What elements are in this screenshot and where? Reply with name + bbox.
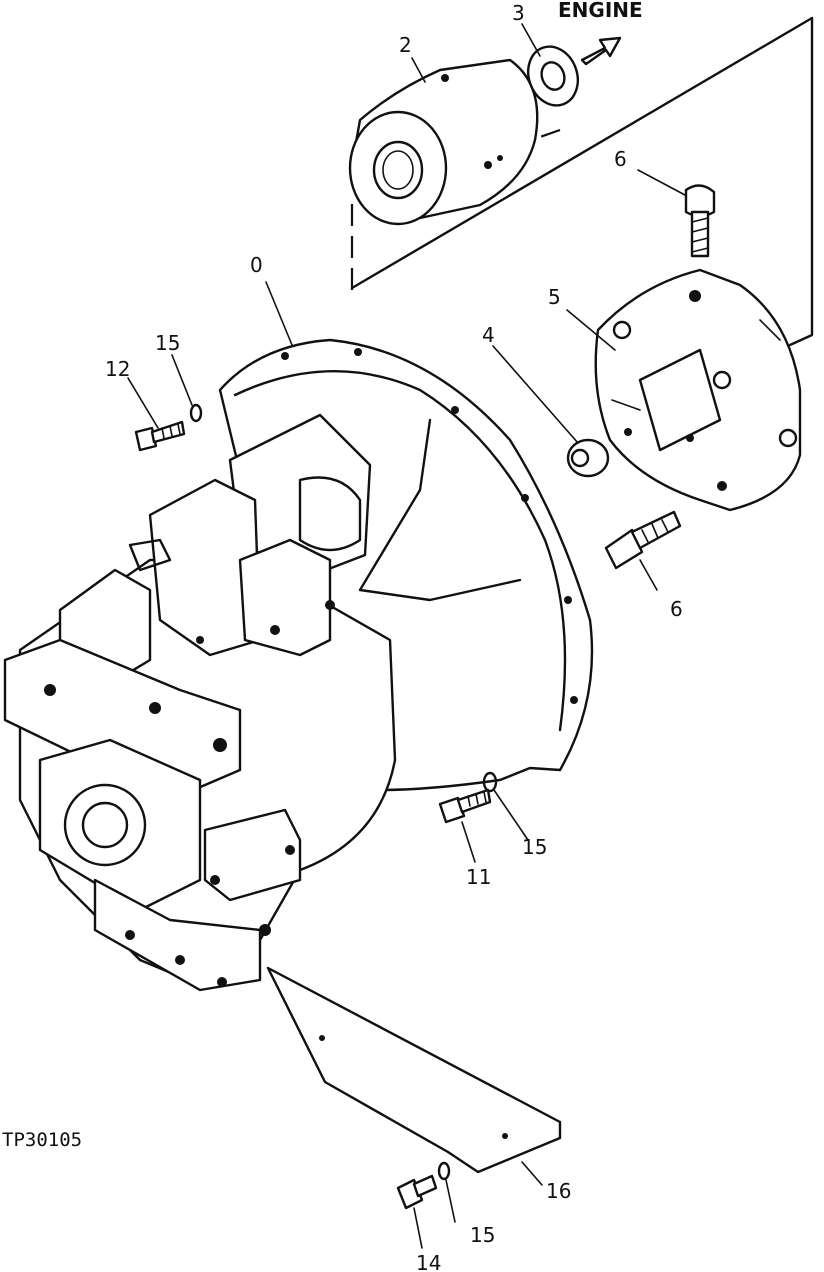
- lock-washer-part-15-middle: [482, 771, 498, 793]
- bolt-part-14: [396, 1174, 438, 1210]
- bolt-part-12: [134, 420, 186, 452]
- callout-6-lower: 6: [670, 597, 683, 621]
- callout-0: 0: [250, 253, 263, 277]
- callout-14: 14: [416, 1251, 441, 1272]
- coupling-hub-part-2: [348, 58, 539, 226]
- callout-3: 3: [512, 1, 525, 25]
- lock-washer-part-15-lower: [437, 1161, 451, 1181]
- engine-label: ENGINE: [558, 0, 643, 22]
- coupling-flange-part-5: [594, 268, 802, 512]
- bolt-part-11: [438, 788, 492, 824]
- lock-washer-part-15-upper: [189, 403, 203, 423]
- hydraulic-pump-assembly: [3, 413, 397, 992]
- callout-16: 16: [546, 1179, 571, 1203]
- callout-labels: 2 3 ENGINE 6 0 5 4 15 12 6 15 11 TP30105…: [2, 0, 683, 1272]
- leader-lines: [127, 23, 686, 1249]
- cap-screw-part-6-upper: [684, 184, 716, 258]
- callout-4: 4: [482, 323, 495, 347]
- engine-direction-arrow-icon: [580, 36, 622, 66]
- callout-15-upper: 15: [155, 331, 180, 355]
- callout-6-upper: 6: [614, 147, 627, 171]
- callout-2: 2: [399, 33, 412, 57]
- callout-11: 11: [466, 865, 491, 889]
- callout-15-lower: 15: [470, 1223, 495, 1247]
- reference-code: TP30105: [2, 1129, 82, 1151]
- seal-washer-part-3: [527, 45, 579, 107]
- shield-plate-part-16: [266, 966, 562, 1174]
- callout-5: 5: [548, 285, 561, 309]
- cap-screw-part-6-lower: [604, 510, 682, 570]
- callout-15-middle: 15: [522, 835, 547, 859]
- bushing-part-4: [566, 438, 610, 478]
- callout-12: 12: [105, 357, 130, 381]
